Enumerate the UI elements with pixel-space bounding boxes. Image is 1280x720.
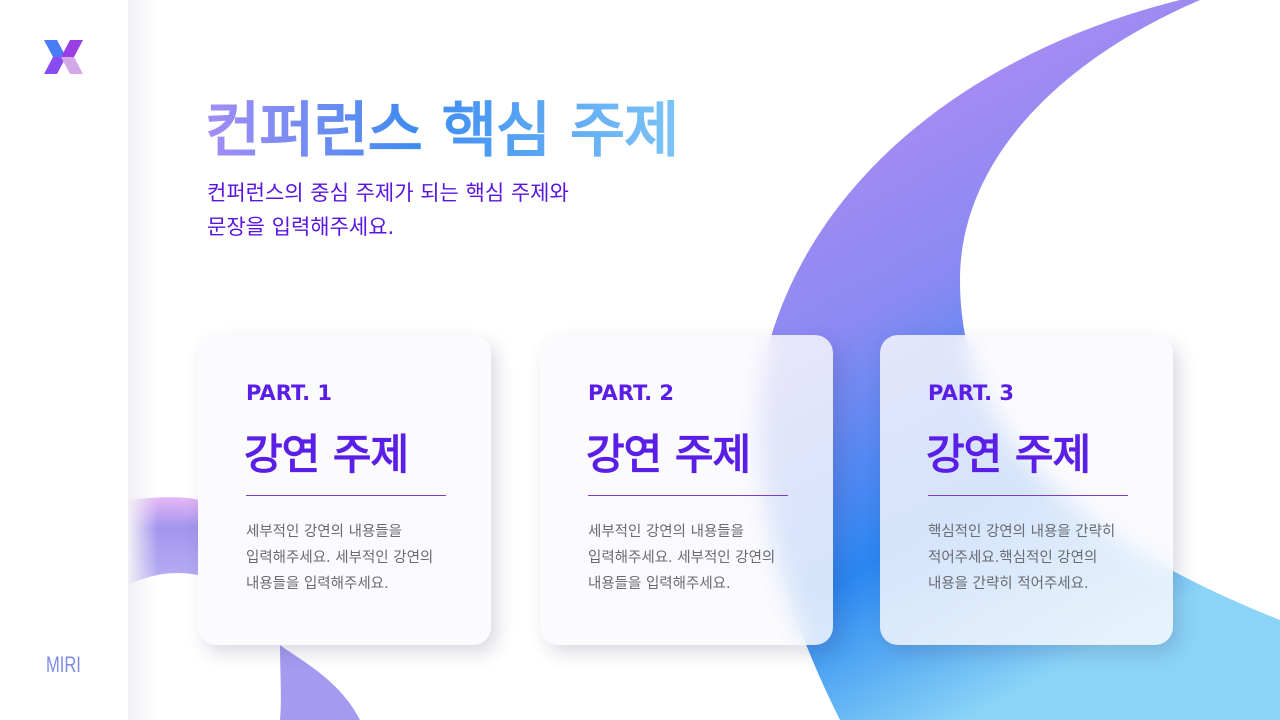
- card-topic: 강연 주제: [926, 430, 1091, 479]
- topic-card-2: PART. 2 강연 주제 세부적인 강연의 내용들을 입력해주세요. 세부적인…: [540, 335, 833, 645]
- card-topic: 강연 주제: [586, 430, 751, 479]
- subtitle-line-1: 컨퍼런스의 중심 주제가 되는 핵심 주제와: [207, 181, 569, 205]
- card-divider: [246, 495, 446, 496]
- card-description: 세부적인 강연의 내용들을 입력해주세요. 세부적인 강연의 내용들을 입력해주…: [246, 524, 434, 592]
- sidebar-shadow: [128, 0, 158, 720]
- card-part-label: PART. 2: [588, 381, 674, 405]
- topic-card-3: PART. 3 강연 주제 핵심적인 강연의 내용을 간략히 적어주세요.핵심적…: [880, 335, 1173, 645]
- subtitle-line-2: 문장을 입력해주세요.: [207, 215, 395, 239]
- x-logo-icon: [44, 40, 83, 74]
- card-divider: [928, 495, 1128, 496]
- card-description: 핵심적인 강연의 내용을 간략히 적어주세요.핵심적인 강연의 내용을 간략히 …: [928, 524, 1116, 592]
- card-part-label: PART. 1: [246, 381, 332, 405]
- page-title: 컨퍼런스 핵심 주제: [205, 82, 679, 169]
- topic-card-1: PART. 1 강연 주제 세부적인 강연의 내용들을 입력해주세요. 세부적인…: [198, 335, 491, 645]
- card-description: 세부적인 강연의 내용들을 입력해주세요. 세부적인 강연의 내용들을 입력해주…: [588, 524, 776, 592]
- card-divider: [588, 495, 788, 496]
- card-topic: 강연 주제: [244, 430, 409, 479]
- sidebar: MIRI: [0, 0, 128, 720]
- page-subtitle: 컨퍼런스의 중심 주제가 되는 핵심 주제와 문장을 입력해주세요.: [207, 176, 667, 244]
- brand-name: MIRI: [46, 652, 81, 677]
- card-part-label: PART. 3: [928, 381, 1014, 405]
